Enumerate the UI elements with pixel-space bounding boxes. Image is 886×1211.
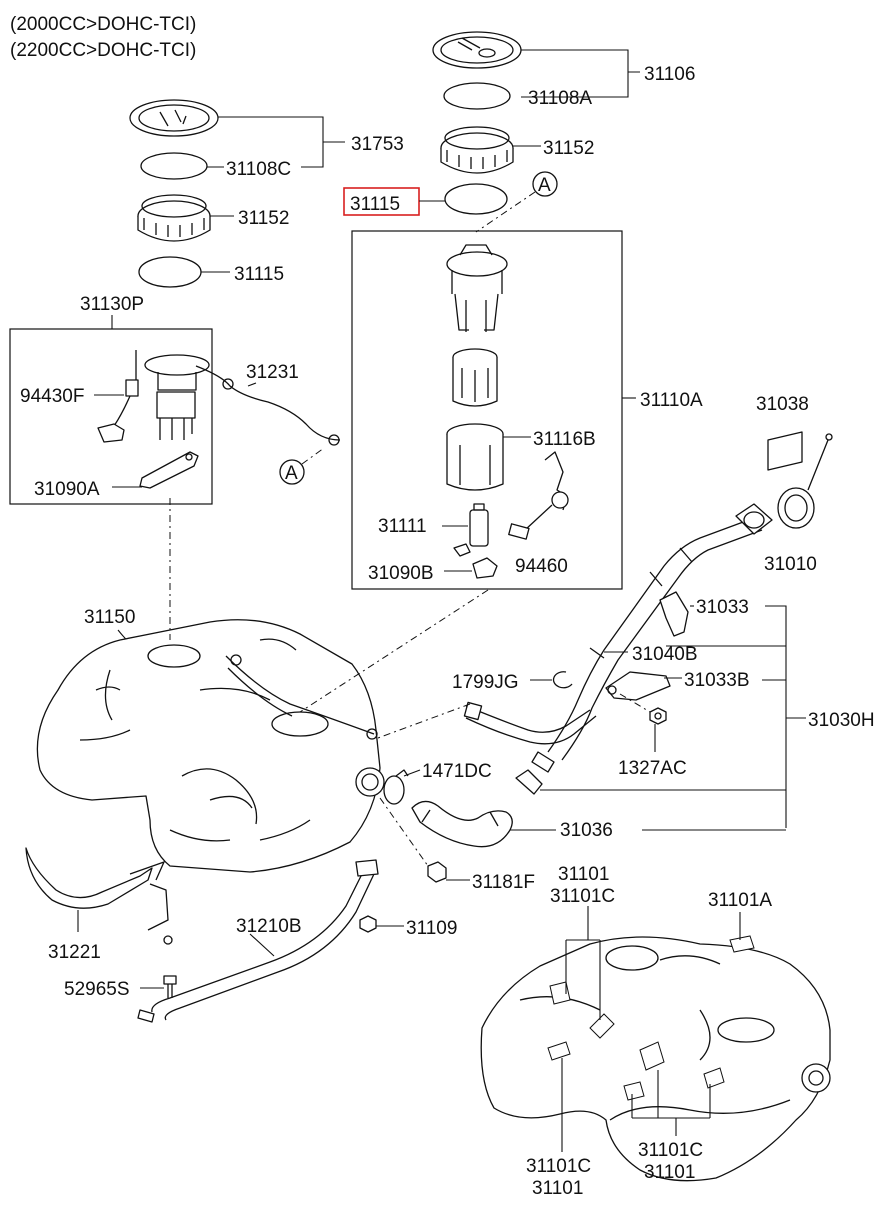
part-label-31753[interactable]: 31753 <box>351 134 404 155</box>
part-label-31033[interactable]: 31033 <box>696 597 749 618</box>
fuel-hose-31231[interactable] <box>195 365 341 446</box>
part-label-31210B[interactable]: 31210B <box>236 916 302 937</box>
filter-clip[interactable] <box>453 543 471 557</box>
part-label-31106[interactable]: 31106 <box>644 64 695 85</box>
fuel-pump-module-left[interactable] <box>97 350 210 443</box>
part-label-31115-highlighted[interactable]: 31115 <box>350 194 400 215</box>
part-label-31221[interactable]: 31221 <box>48 942 101 963</box>
part-label-31040B[interactable]: 31040B <box>632 644 698 665</box>
part-label-94460[interactable]: 94460 <box>515 556 568 577</box>
part-label-31116B[interactable]: 31116B <box>533 429 596 450</box>
part-label-31101A[interactable]: 31101A <box>708 890 772 911</box>
part-label-31101-bottom-right[interactable]: 31101 <box>644 1162 695 1183</box>
gasket-31108C[interactable] <box>140 152 208 180</box>
module-box-31130P <box>9 328 213 505</box>
label-plate-31038[interactable] <box>767 431 803 471</box>
filler-pipe-31030H[interactable] <box>463 503 773 773</box>
gasket-31108A[interactable] <box>443 82 511 110</box>
reference-circle-a-left[interactable]: A <box>279 459 305 485</box>
part-label-31030H[interactable]: 31030H <box>808 710 875 731</box>
part-label-31152-top[interactable]: 31152 <box>543 138 594 159</box>
part-label-31130P[interactable]: 31130P <box>80 294 144 315</box>
part-label-31181F[interactable]: 31181F <box>472 872 535 893</box>
lock-ring-31152-left[interactable] <box>137 194 211 242</box>
part-label-31038[interactable]: 31038 <box>756 394 809 415</box>
svg-text:A: A <box>538 175 551 196</box>
part-label-31110A[interactable]: 31110A <box>640 390 703 411</box>
vent-valve[interactable] <box>515 769 543 795</box>
part-label-31109[interactable]: 31109 <box>406 918 457 939</box>
level-sender-plate-31090A[interactable] <box>139 451 199 489</box>
o-ring-31115-top[interactable] <box>444 183 508 215</box>
svg-text:A: A <box>285 463 298 484</box>
nut-31109[interactable] <box>359 915 377 933</box>
part-label-31010[interactable]: 31010 <box>764 554 817 575</box>
fuel-pump-motor-31111[interactable] <box>469 503 489 547</box>
lock-ring-31152-top[interactable] <box>440 126 514 174</box>
part-label-31101-top[interactable]: 31101 <box>558 864 609 885</box>
pads-31101C[interactable] <box>547 935 755 1101</box>
module-box-31110A <box>351 230 623 590</box>
sender-bracket-31090B[interactable] <box>472 557 498 579</box>
reference-circle-a-top[interactable]: A <box>532 171 558 197</box>
cover-plate-31753[interactable] <box>129 99 219 137</box>
fuel-tank-31150[interactable] <box>36 619 385 873</box>
part-label-31108A[interactable]: 31108A <box>528 88 592 109</box>
part-label-1799JG[interactable]: 1799JG <box>452 672 519 693</box>
tank-strap-31210B[interactable] <box>137 859 379 1023</box>
nut-31181F[interactable] <box>427 861 447 883</box>
pump-flange-assembly[interactable] <box>446 244 508 332</box>
o-ring-31115-left[interactable] <box>138 256 202 288</box>
part-label-31101C-bottom-left[interactable]: 31101C <box>526 1156 591 1177</box>
part-label-31101-bottom-left[interactable]: 31101 <box>532 1178 583 1199</box>
engine-spec-line-1: (2000CC>DOHC-TCI) <box>10 14 196 35</box>
part-label-31111[interactable]: 31111 <box>378 516 427 537</box>
part-label-52965S[interactable]: 52965S <box>64 979 130 1000</box>
part-label-31090A[interactable]: 31090A <box>34 479 100 500</box>
part-label-31152-left[interactable]: 31152 <box>238 208 289 229</box>
fuel-cap-31010[interactable] <box>777 433 833 529</box>
part-label-1471DC[interactable]: 1471DC <box>422 761 492 782</box>
fuel-level-sender-94460[interactable] <box>508 451 569 540</box>
part-label-31231[interactable]: 31231 <box>246 362 299 383</box>
part-label-31101C-bottom-right[interactable]: 31101C <box>638 1140 703 1161</box>
fuel-pump-body[interactable] <box>452 348 498 407</box>
part-label-31090B[interactable]: 31090B <box>368 563 434 584</box>
part-label-1327AC[interactable]: 1327AC <box>618 758 687 779</box>
cover-plate-31106[interactable] <box>432 31 522 69</box>
filler-hose-31036[interactable] <box>411 800 513 848</box>
part-label-31036[interactable]: 31036 <box>560 820 613 841</box>
part-label-31033B[interactable]: 31033B <box>684 670 750 691</box>
part-label-94430F[interactable]: 94430F <box>20 386 84 407</box>
nut-1327AC[interactable] <box>649 707 667 725</box>
part-label-31115-left[interactable]: 31115 <box>234 264 284 285</box>
heat-shield-31221[interactable] <box>25 847 165 909</box>
reservoir-cup-31116B[interactable] <box>446 423 504 491</box>
bracket-31033[interactable] <box>659 591 689 637</box>
clamp-1799JG[interactable] <box>552 671 573 689</box>
part-label-31150[interactable]: 31150 <box>84 607 135 628</box>
engine-spec-line-2: (2200CC>DOHC-TCI) <box>10 40 196 61</box>
part-label-31108C[interactable]: 31108C <box>226 159 291 180</box>
part-label-31101C-top[interactable]: 31101C <box>550 886 615 907</box>
hose-clamp-1471DC[interactable] <box>383 769 409 805</box>
bracket-31033B[interactable] <box>605 671 671 701</box>
bolt-52965S[interactable] <box>163 975 177 998</box>
